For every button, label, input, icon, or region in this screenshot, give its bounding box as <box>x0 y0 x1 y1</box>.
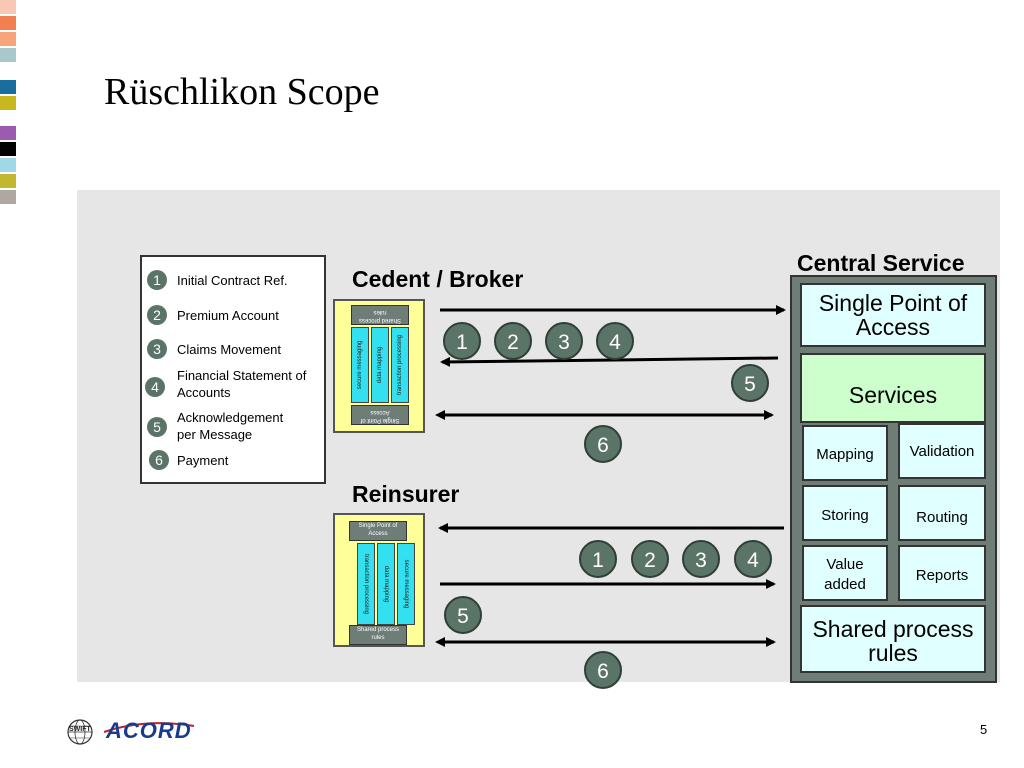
reinsurer-mini-col-3: secure messaging <box>397 543 415 625</box>
service-validation: Validation <box>898 423 986 479</box>
central-service-title: Central Service <box>797 250 965 276</box>
page-number: 5 <box>980 722 988 737</box>
reinsurer-step-3: 3 <box>682 540 720 578</box>
legend-num-5: 5 <box>147 417 167 437</box>
service-reports: Reports <box>898 545 986 601</box>
cedent-step-5: 5 <box>731 364 769 402</box>
acord-logo-text: ACORD <box>106 718 192 743</box>
legend-num-3: 3 <box>147 339 167 359</box>
color-swatch <box>0 16 16 30</box>
central-single-point-access: Single Point of Access <box>800 283 986 347</box>
reinsurer-step-1: 1 <box>579 540 617 578</box>
legend-label-1: Initial Contract Ref. <box>177 273 288 288</box>
arrow-central-to-cedent <box>440 356 779 367</box>
color-swatch <box>0 158 16 172</box>
central-shared-process-rules: Shared process rules <box>800 605 986 673</box>
cedent-step-2: 2 <box>494 322 532 360</box>
slide-title: Rüschlikon Scope <box>104 71 380 113</box>
legend-num-2: 2 <box>147 305 167 325</box>
cedent-title: Cedent / Broker <box>352 266 524 292</box>
reinsurer-step-5: 5 <box>444 596 482 634</box>
cedent-step-4: 4 <box>596 322 634 360</box>
service-storing: Storing <box>802 485 888 541</box>
legend-label-6: Payment <box>177 453 229 468</box>
legend-label-3: Claims Movement <box>177 342 282 357</box>
reinsurer-mini-header: Single Point of Access <box>349 521 407 541</box>
reinsurer-title: Reinsurer <box>352 481 460 507</box>
reinsurer-mini-col-1: transaction processing <box>357 543 375 625</box>
legend-label-4: Financial Statement of Accounts <box>177 368 307 400</box>
color-swatch <box>0 190 16 204</box>
reinsurer-step-6: 6 <box>584 651 622 689</box>
central-services: Services <box>800 353 986 423</box>
service-value-added: Value added <box>802 545 888 601</box>
legend-label-5: Acknowledgement per Message <box>177 410 284 442</box>
legend-label-2: Premium Account <box>177 308 279 323</box>
service-mapping: Mapping <box>802 425 888 481</box>
color-swatch <box>0 80 16 94</box>
logo-swift-text: SWIFT <box>69 726 91 733</box>
reinsurer-step-4: 4 <box>734 540 772 578</box>
color-swatch <box>0 126 16 140</box>
legend-num-6: 6 <box>149 450 169 470</box>
color-swatch <box>0 174 16 188</box>
legend-num-4: 4 <box>145 377 165 397</box>
legend-box <box>140 255 326 484</box>
service-routing: Routing <box>898 485 986 541</box>
color-swatch <box>0 0 16 14</box>
cedent-step-6: 6 <box>584 425 622 463</box>
cedent-step-1: 1 <box>443 322 481 360</box>
reinsurer-mini-footer: Shared process rules <box>349 625 407 645</box>
footer-logos <box>66 716 206 753</box>
color-swatch <box>0 96 16 110</box>
reinsurer-step-2: 2 <box>631 540 669 578</box>
reinsurer-mini-diagram: Single Point of Access transaction proce… <box>333 513 425 647</box>
color-swatch <box>0 32 16 46</box>
cedent-step-3: 3 <box>545 322 583 360</box>
color-swatch <box>0 142 16 156</box>
color-swatch <box>0 48 16 62</box>
logo-icon <box>67 719 195 745</box>
reinsurer-mini-col-2: data mapping <box>377 543 395 625</box>
legend-num-1: 1 <box>147 270 167 290</box>
